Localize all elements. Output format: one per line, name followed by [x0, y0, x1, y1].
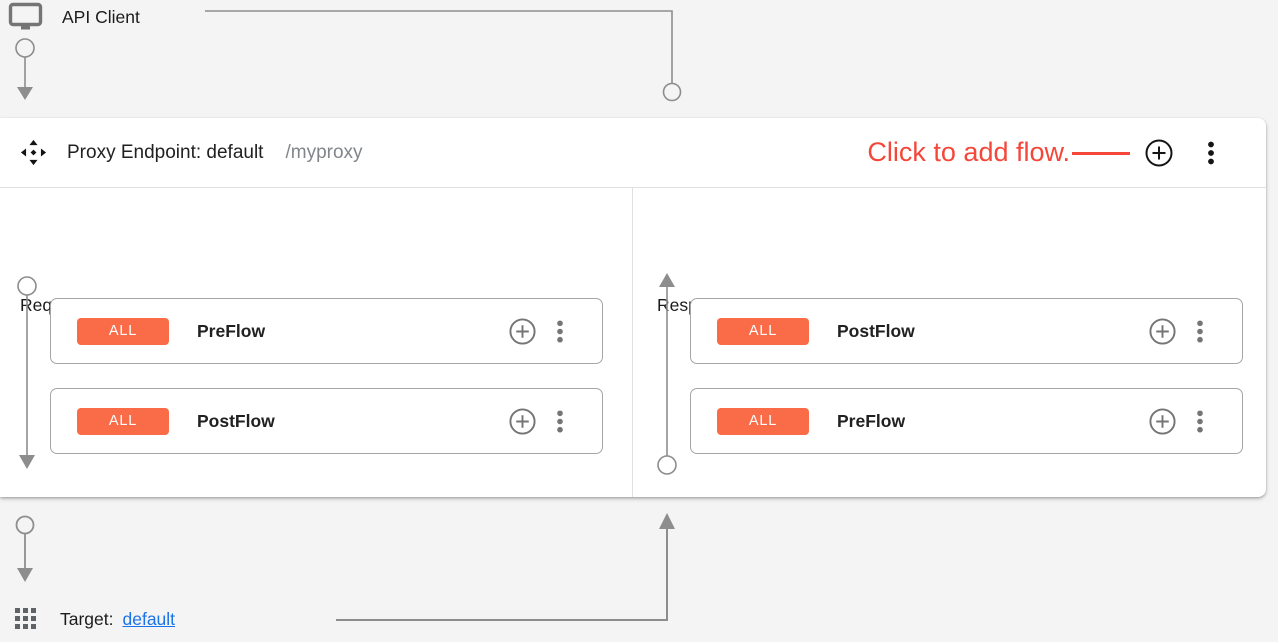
flow-actions: [1148, 407, 1206, 436]
request-postflow-card[interactable]: ALL PostFlow: [50, 388, 603, 454]
condition-badge: ALL: [717, 407, 809, 435]
annotation-pointer-line: [1072, 152, 1130, 155]
add-policy-icon[interactable]: [1148, 407, 1177, 436]
flow-name: PostFlow: [837, 320, 915, 341]
move-icon: [20, 139, 47, 166]
flow-menu-icon[interactable]: [554, 317, 566, 346]
monitor-icon: [8, 2, 44, 32]
proxy-endpoint-title: Proxy Endpoint: default: [67, 141, 264, 163]
condition-badge: ALL: [77, 407, 169, 435]
condition-badge: ALL: [717, 317, 809, 345]
target-row: Target: default: [15, 608, 175, 630]
annotation-text: Click to add flow.: [867, 137, 1070, 167]
add-policy-icon[interactable]: [1148, 317, 1177, 346]
flow-actions: [508, 317, 566, 346]
flow-actions: [1148, 317, 1206, 346]
add-flow-button[interactable]: [1144, 138, 1174, 168]
connector-proxy-to-target: [15, 515, 35, 582]
response-preflow-card[interactable]: ALL PreFlow: [690, 388, 1243, 454]
response-postflow-card[interactable]: ALL PostFlow: [690, 298, 1243, 364]
connector-client-down: [15, 38, 35, 100]
flow-name: PostFlow: [197, 410, 275, 431]
column-divider: [632, 188, 633, 497]
flow-menu-icon[interactable]: [554, 407, 566, 436]
flow-name: PreFlow: [837, 410, 906, 431]
request-preflow-card[interactable]: ALL PreFlow: [50, 298, 603, 364]
target-label: Target:: [60, 608, 114, 629]
connector-target-to-response: [336, 513, 675, 621]
add-policy-icon[interactable]: [508, 407, 537, 436]
proxy-endpoint-body: Request Response ALL PreFlow ALL PostFlo…: [0, 188, 1266, 497]
add-policy-icon[interactable]: [508, 317, 537, 346]
flow-name: PreFlow: [197, 320, 266, 341]
connector-client-to-proxy-top: [205, 10, 682, 102]
flow-actions: [508, 407, 566, 436]
proxy-endpoint-path: /myproxy: [285, 141, 363, 163]
annotation: Click to add flow.: [867, 137, 1132, 168]
endpoint-menu-button[interactable]: [1196, 138, 1226, 168]
flow-menu-icon[interactable]: [1194, 407, 1206, 436]
api-client-label: API Client: [62, 6, 140, 27]
proxy-endpoint-header: Proxy Endpoint: default /myproxy Click t…: [0, 118, 1266, 188]
api-client-row: API Client: [8, 2, 140, 32]
condition-badge: ALL: [77, 317, 169, 345]
grid-icon: [15, 608, 37, 630]
proxy-endpoint-panel: Proxy Endpoint: default /myproxy Click t…: [0, 118, 1266, 497]
target-default-link[interactable]: default: [122, 608, 176, 629]
flow-menu-icon[interactable]: [1194, 317, 1206, 346]
